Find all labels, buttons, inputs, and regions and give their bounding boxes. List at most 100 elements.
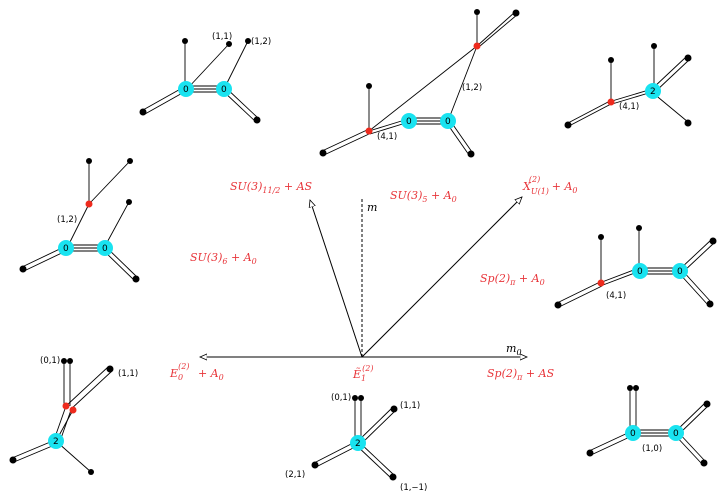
endpoint-dot <box>19 265 27 273</box>
charge-label: (4,1) <box>606 291 626 301</box>
node-number: 2 <box>650 87 656 97</box>
endpoint-dot <box>564 121 572 129</box>
region-su3-5: SU(3)5 + A0 <box>390 189 457 204</box>
node-number: 2 <box>355 439 361 449</box>
endpoint-dot <box>226 41 232 47</box>
endpoint-dot <box>636 225 642 231</box>
cyan-node <box>401 113 417 129</box>
brane-web-bottom-left: 2 (0,1) (1,1) <box>9 356 138 475</box>
endpoint-dot <box>651 43 657 49</box>
red-node <box>607 98 615 106</box>
endpoint-dot <box>366 83 372 89</box>
cyan-node <box>668 425 684 441</box>
red-node <box>62 402 70 410</box>
upper-right-ray <box>361 197 522 358</box>
endpoint-dot <box>627 385 633 391</box>
region-sp2-a0: Sp(2)π + A0 <box>480 272 545 287</box>
node-number: 0 <box>102 244 108 254</box>
endpoint-dot <box>182 38 188 44</box>
charge-label: (1,1) <box>212 32 232 42</box>
endpoint-dot <box>9 456 17 464</box>
charge-label: (0,1) <box>331 393 351 403</box>
cyan-node <box>632 263 648 279</box>
charge-label: (1,2) <box>57 215 77 225</box>
endpoint-dot <box>512 9 520 17</box>
endpoint-dot <box>700 459 708 467</box>
charge-label: (2,1) <box>285 470 305 480</box>
region-e0: E0(2) + A0 <box>169 362 224 382</box>
endpoint-dot <box>586 449 594 457</box>
endpoint-dot <box>139 108 147 116</box>
red-node <box>473 42 481 50</box>
cyan-node <box>672 263 688 279</box>
red-node <box>365 127 373 135</box>
endpoint-dot <box>709 237 717 245</box>
phase-region-labels: SU(3)11/2 + AS SU(3)5 + A0 XU(1)(2) + A0… <box>169 175 578 382</box>
brane-web-top-left: 0 0 (1,1) (1,2) <box>139 32 271 124</box>
cyan-node <box>216 81 232 97</box>
charge-label: (4,1) <box>619 102 639 112</box>
endpoint-dot <box>253 116 261 124</box>
m-axis-label: m <box>367 201 377 214</box>
endpoint-dot <box>358 395 364 401</box>
charge-label: (0,1) <box>40 356 60 366</box>
endpoint-dot <box>106 365 114 373</box>
endpoint-dot <box>684 119 692 127</box>
brane-web-top-center: 0 0 (1,2) (4,1) <box>319 9 520 158</box>
endpoint-dot <box>608 57 614 63</box>
upper-left-ray <box>310 200 363 358</box>
endpoint-dot <box>633 385 639 391</box>
endpoint-dot <box>474 9 480 15</box>
endpoint-dot <box>554 301 562 309</box>
node-number: 0 <box>677 267 683 277</box>
node-number: 0 <box>673 429 679 439</box>
charge-label: (4,1) <box>377 132 397 142</box>
phase-axes: m m0 Ẽ1(2) <box>200 197 527 383</box>
brane-web-middle-right: 0 0 (4,1) <box>554 225 717 309</box>
node-number: 0 <box>630 429 636 439</box>
brane-web-bottom-right: 0 0 (1,0) <box>586 385 711 467</box>
node-number: 0 <box>221 85 227 95</box>
endpoint-dot <box>86 158 92 164</box>
charge-label: (1,2) <box>462 83 482 93</box>
charge-label: (1,1) <box>400 401 420 411</box>
node-number: 0 <box>445 117 451 127</box>
endpoint-dot <box>467 150 475 158</box>
node-number: 0 <box>406 117 412 127</box>
region-sp2-as: Sp(2)π + AS <box>487 367 555 382</box>
node-number: 0 <box>63 244 69 254</box>
cyan-node <box>178 81 194 97</box>
endpoint-dot <box>319 149 327 157</box>
brane-web-top-right: 2 (4,1) <box>564 43 692 129</box>
endpoint-dot <box>132 275 140 283</box>
node-number: 0 <box>183 85 189 95</box>
endpoint-dot <box>67 358 73 364</box>
charge-label: (1,2) <box>251 37 271 47</box>
cyan-node <box>645 83 661 99</box>
charge-label: (1,0) <box>642 444 662 454</box>
red-node <box>597 279 605 287</box>
charge-label: (1,1) <box>118 369 138 379</box>
endpoint-dot <box>703 400 711 408</box>
cyan-node <box>48 433 64 449</box>
red-node <box>69 406 77 414</box>
endpoint-dot <box>245 38 251 44</box>
endpoint-dot <box>127 158 133 164</box>
charge-label: (1,−1) <box>400 483 427 493</box>
region-su3-11-2: SU(3)11/2 + AS <box>230 180 313 195</box>
endpoint-dot <box>352 395 358 401</box>
cyan-node <box>97 240 113 256</box>
cyan-node <box>350 435 366 451</box>
cyan-node <box>625 425 641 441</box>
endpoint-dot <box>706 300 714 308</box>
endpoint-dot <box>598 234 604 240</box>
m0-axis-label: m0 <box>506 342 522 357</box>
region-su3-6: SU(3)6 + A0 <box>190 251 257 266</box>
endpoint-dot <box>389 473 397 481</box>
endpoint-dot <box>126 199 132 205</box>
region-x-u1: XU(1)(2) + A0 <box>522 175 578 196</box>
endpoint-dot <box>61 358 67 364</box>
node-number: 0 <box>637 267 643 277</box>
cyan-node <box>440 113 456 129</box>
